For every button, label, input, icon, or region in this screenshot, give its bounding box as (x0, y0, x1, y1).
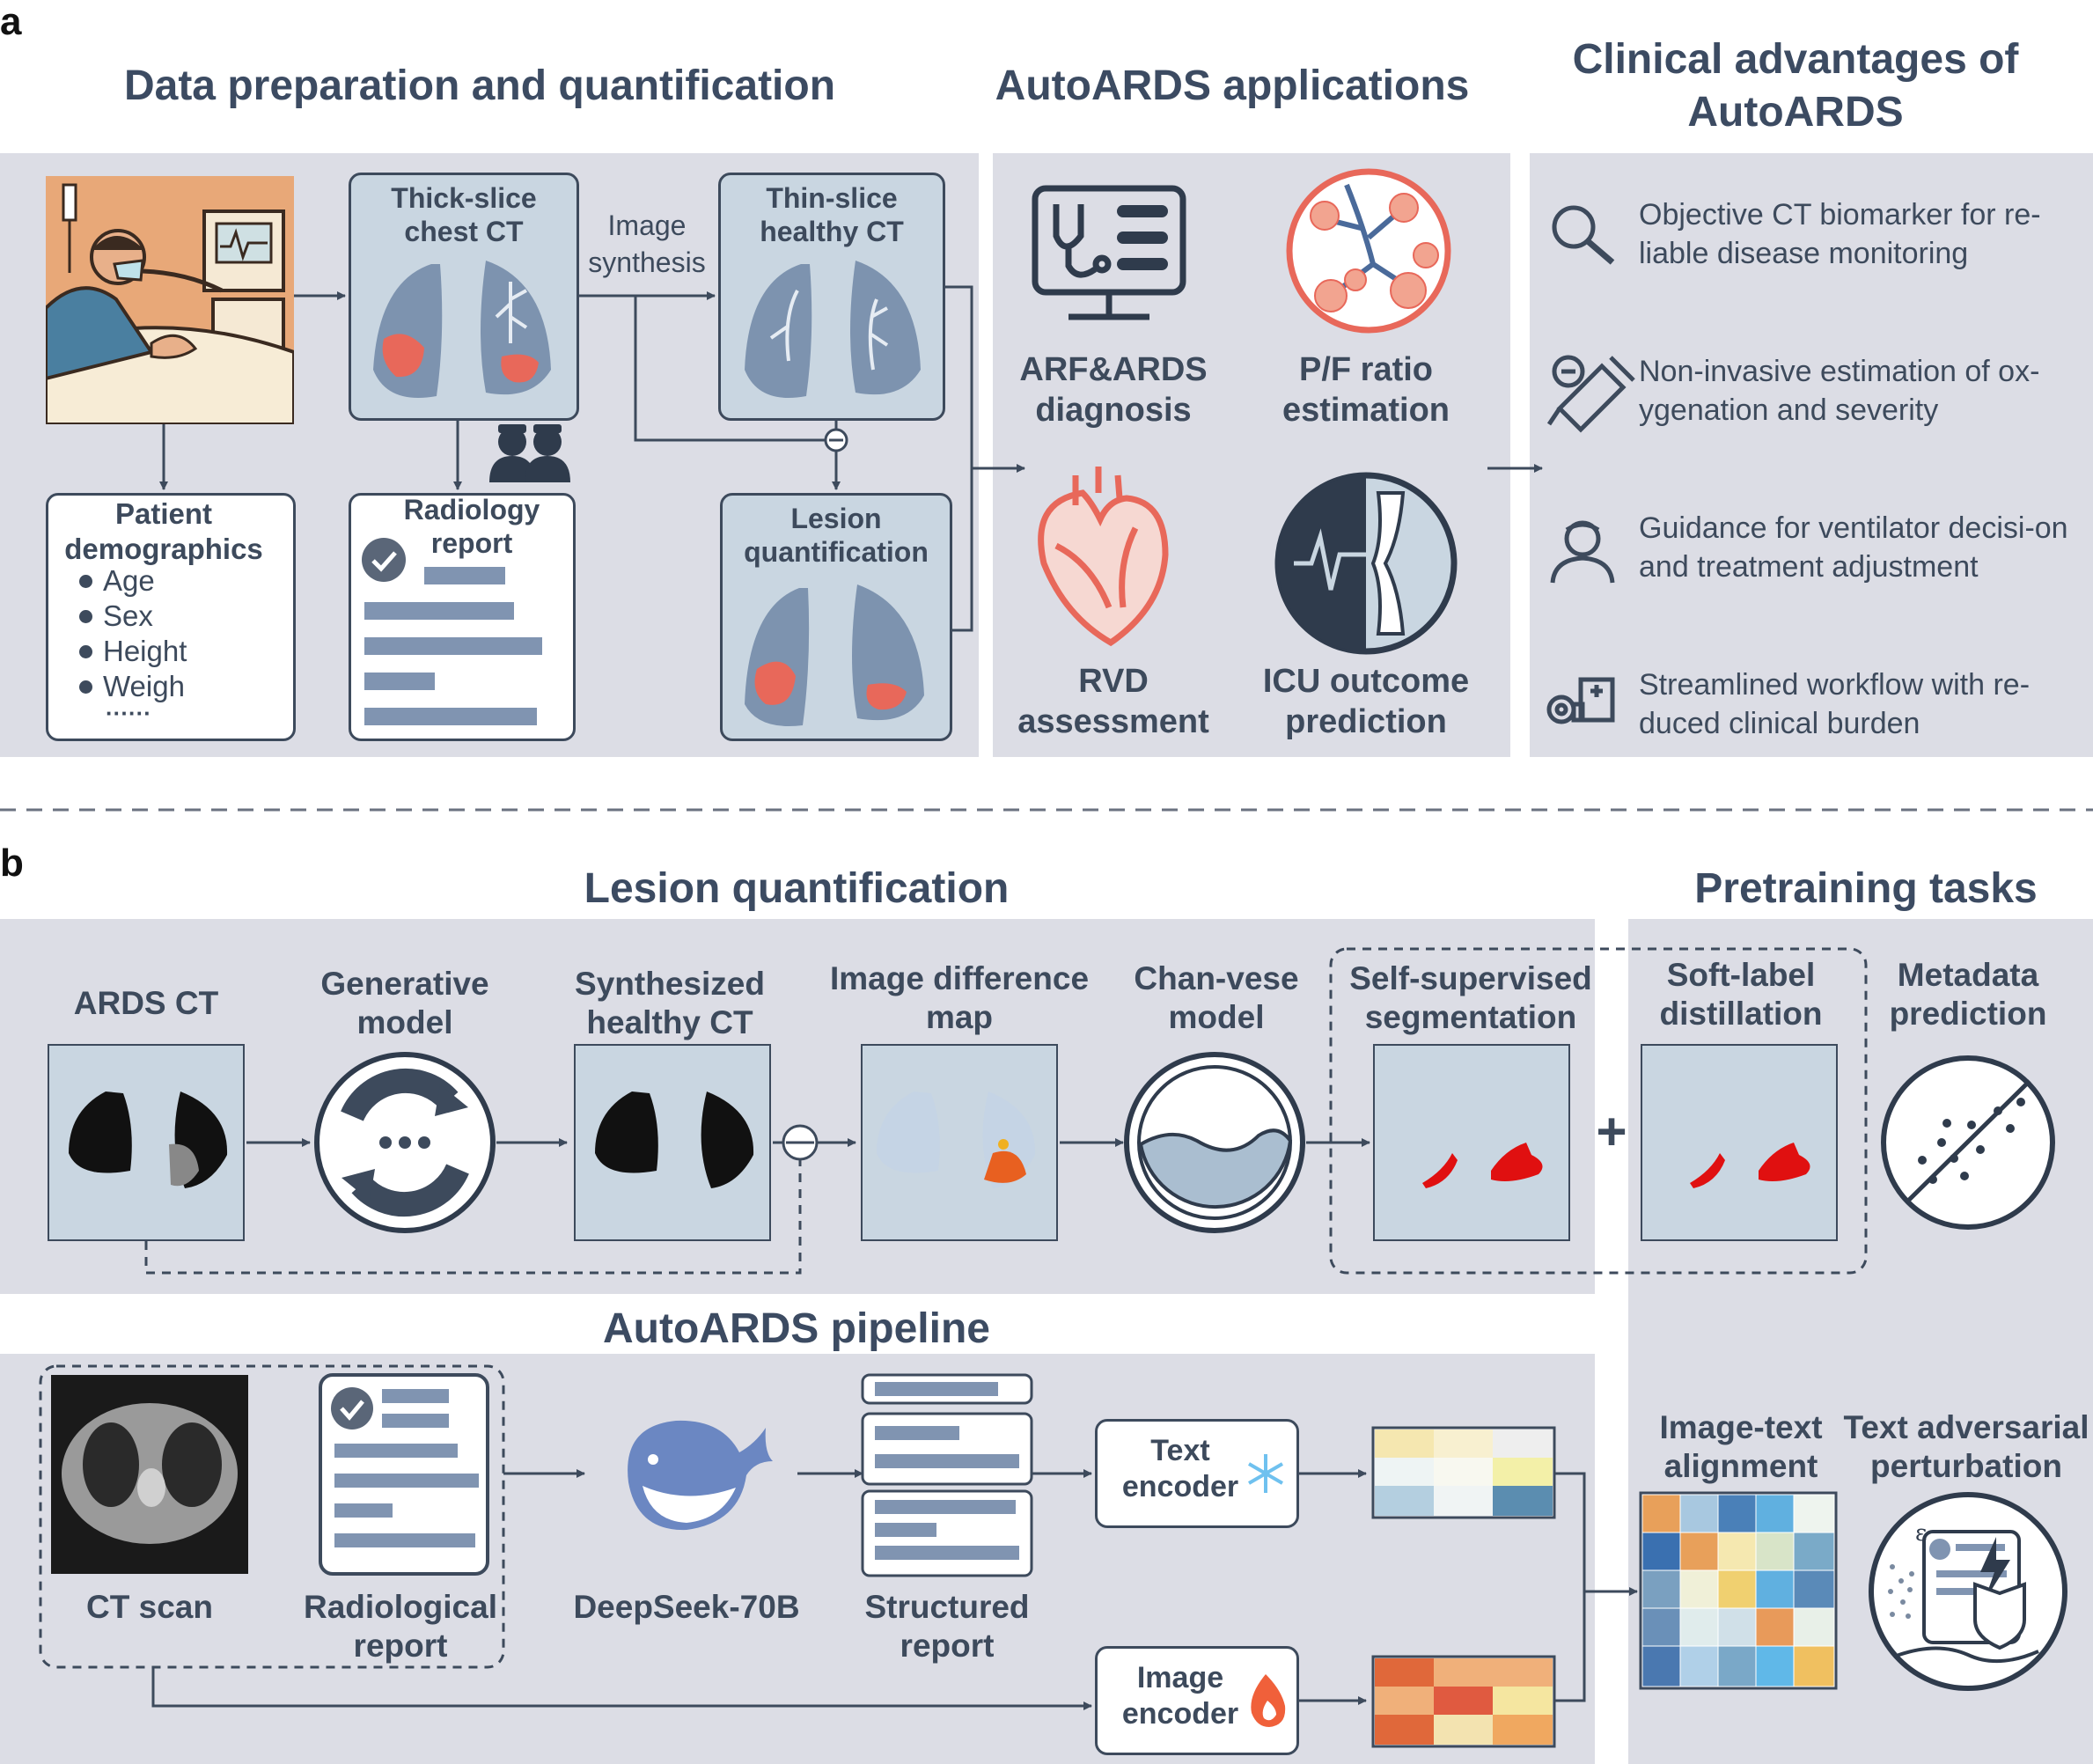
pipeline-title: AutoARDS pipeline (603, 1305, 990, 1352)
text-embedding-grid (1371, 1426, 1556, 1519)
ct-scan-label: CT scan (86, 1589, 213, 1625)
subtract-icon (824, 428, 848, 452)
image-embedding-grid (1371, 1655, 1556, 1748)
panel-b-letter: b (0, 842, 24, 885)
lesion-quantification-background (0, 919, 1595, 1294)
panel-a-letter: a (0, 0, 22, 43)
alveoli-icon (1286, 168, 1451, 334)
generative-model-label: Generative model (320, 966, 489, 1041)
list-item: Sex (79, 599, 255, 634)
doctors-icon (489, 424, 570, 482)
thin-slice-ct-label: Thin-slice healthy CT (760, 182, 904, 248)
metadata-prediction-label: Metadata prediction (1889, 957, 2047, 1033)
radiology-report-label: Radiology report (403, 494, 540, 560)
advantages-background (1530, 153, 2093, 757)
svg-text:ε: ε (1915, 1520, 1927, 1547)
flame-icon (1251, 1674, 1286, 1727)
lesion-quantification-label: Lesion quantification (744, 503, 929, 569)
radiological-report-icon (319, 1373, 489, 1576)
chan-vese-label: Chan-vese model (1134, 960, 1299, 1036)
structured-report-label: Structured report (864, 1589, 1030, 1665)
alignment-matrix (1639, 1491, 1838, 1690)
image-encoder-label: Image encoder (1121, 1661, 1239, 1731)
list-item: Weigh (79, 669, 255, 704)
list-item: Age (79, 563, 255, 599)
generative-model-icon (314, 1052, 496, 1233)
lung-icon (745, 261, 921, 398)
synthesized-ct-label: Synthesized healthy CT (575, 966, 765, 1041)
self-supervised-label: Self-supervised segmentation (1349, 960, 1592, 1036)
image-text-alignment-label: Image-text alignment (1659, 1409, 1823, 1485)
adversarial-perturbation-icon: ε (1869, 1492, 2067, 1691)
advantage-text: Non-invasive estimation of ox-ygenation … (1639, 355, 2040, 428)
lung-icon (373, 261, 551, 398)
chan-vese-icon (1124, 1052, 1305, 1233)
thick-slice-ct-label: Thick-slice chest CT (391, 182, 537, 248)
stethoscope-monitor-icon (1032, 185, 1186, 320)
snowflake-icon (1247, 1454, 1284, 1493)
subtract-icon (782, 1124, 819, 1161)
advantage-text: Objective CT biomarker for re-liable dis… (1639, 198, 2041, 271)
advantage-text: Streamlined workflow with re-duced clini… (1639, 668, 2031, 741)
text-encoder-label: Text encoder (1121, 1434, 1239, 1503)
check-icon (361, 537, 407, 583)
hospital-gear-icon (1546, 677, 1615, 724)
icu-outcome-label: ICU outcome prediction (1262, 663, 1470, 740)
demographics-list: Age Sex Height Weigh ······ (79, 563, 255, 726)
section-title-advantages: Clinical advantages of AutoARDS (1572, 36, 2019, 136)
plus-sign: + (1596, 1102, 1627, 1161)
icu-outcome-icon (1274, 472, 1458, 655)
difference-map-image (861, 1044, 1058, 1241)
patient-demographics-title: Patient demographics (64, 497, 263, 565)
whale-icon (628, 1420, 773, 1531)
report-line (424, 567, 505, 584)
pretraining-tasks-title: Pretraining tasks (1694, 865, 2038, 912)
report-line (364, 673, 435, 690)
pipeline-background (0, 1354, 1595, 1764)
list-item: Height (79, 634, 255, 669)
syringe-icon (1546, 355, 1635, 433)
report-line (364, 708, 537, 725)
magnifier-icon (1552, 205, 1615, 265)
ventilated-patient-illustration (44, 176, 296, 426)
metadata-prediction-icon (1881, 1055, 2055, 1230)
soft-label-label: Soft-label distillation (1659, 957, 1823, 1033)
arf-ards-diagnosis-label: ARF&ARDS diagnosis (1019, 351, 1208, 429)
difference-map-lungs (877, 1091, 1036, 1188)
section-title-applications: AutoARDS applications (995, 62, 1470, 109)
section-title-data-prep: Data preparation and quantification (123, 62, 836, 109)
image-synthesis-label: Image synthesis (588, 209, 706, 278)
lung-icon (745, 584, 924, 726)
advantage-text: Guidance for ventilator decisi-on and tr… (1639, 511, 2068, 584)
report-line (364, 602, 514, 620)
llm-label: DeepSeek-70B (573, 1589, 800, 1625)
lesion-quantification-title: Lesion quantification (584, 865, 1010, 912)
text-adversarial-label: Text adversarial perturbation (1843, 1409, 2089, 1485)
segmentation-mask (1422, 1143, 1810, 1188)
more-indicator: ······ (106, 700, 151, 726)
pf-ratio-label: P/F ratio estimation (1282, 351, 1450, 429)
difference-map-label: Image difference map (829, 960, 1090, 1036)
rvd-assessment-label: RVD assessment (1017, 663, 1209, 740)
soft-label-image (1641, 1044, 1838, 1241)
radiological-report-label: Radiological report (304, 1589, 497, 1665)
ct-lesion (169, 1143, 199, 1187)
structured-report-icon (861, 1373, 1033, 1577)
doctor-icon (1550, 520, 1615, 584)
report-line (364, 637, 542, 655)
ct-scan-image (51, 1375, 248, 1574)
segmentation-image (1373, 1044, 1570, 1241)
ards-ct-label: ARDS CT (73, 985, 219, 1021)
heart-icon (1038, 467, 1169, 647)
